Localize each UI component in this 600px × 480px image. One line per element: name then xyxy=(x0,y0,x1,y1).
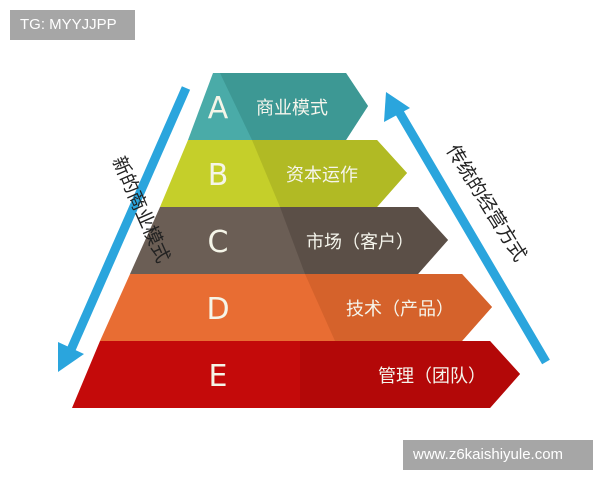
pyramid-level-c: C 市场（客户） xyxy=(130,207,448,274)
level-letter-b: B xyxy=(208,158,229,193)
level-letter-e: E xyxy=(209,359,228,394)
level-letter-c: C xyxy=(208,225,229,260)
level-label-d: 技术（产品） xyxy=(346,299,454,320)
pyramid-level-d: D 技术（产品） xyxy=(100,274,492,341)
level-label-c: 市场（客户） xyxy=(306,232,414,253)
watermark-top: TG: MYYJJPP xyxy=(10,10,135,40)
pyramid-level-b: B 资本运作 xyxy=(160,140,407,207)
pyramid-level-a: A 商业模式 xyxy=(188,73,368,140)
level-label-a: 商业模式 xyxy=(256,98,328,119)
level-letter-a: A xyxy=(208,91,229,126)
right-arrow-up-icon xyxy=(384,92,550,365)
left-arrow-down-icon xyxy=(58,86,191,372)
pyramid-level-e: E 管理（团队） xyxy=(72,341,520,408)
level-label-b: 资本运作 xyxy=(286,165,358,186)
level-letter-d: D xyxy=(206,292,229,327)
level-label-e: 管理（团队） xyxy=(378,366,486,387)
watermark-bottom: www.z6kaishiyule.com xyxy=(403,440,593,470)
